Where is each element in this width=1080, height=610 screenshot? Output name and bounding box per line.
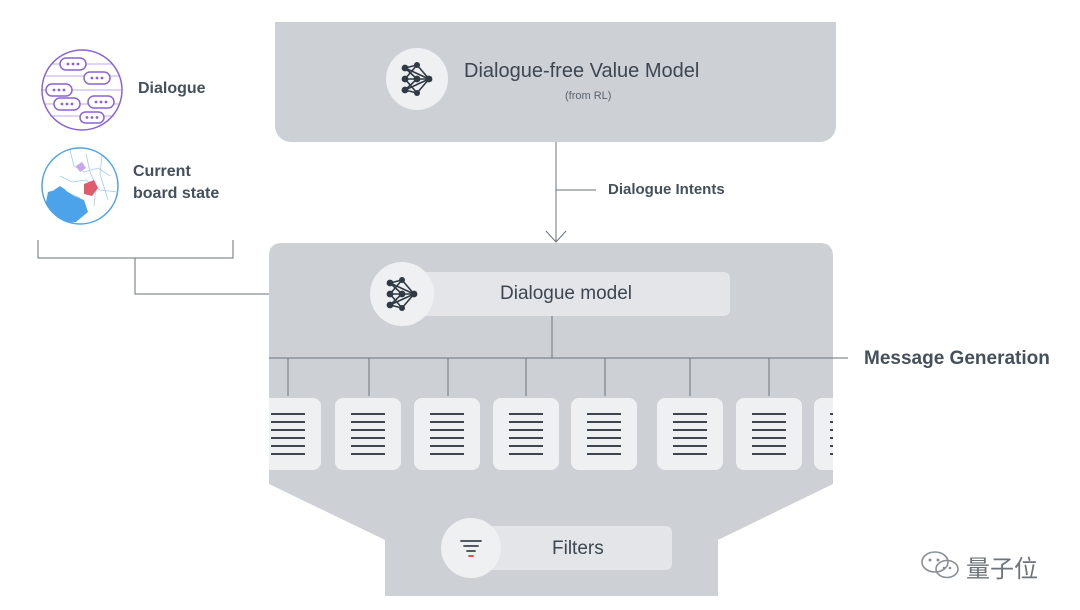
document-icon — [430, 413, 464, 455]
filters-label: Filters — [552, 538, 604, 559]
neural-network-icon — [386, 277, 418, 311]
candidate-message-8 — [814, 398, 833, 470]
document-icon — [351, 413, 385, 455]
filters-pill — [472, 526, 672, 570]
board-state-icon — [40, 146, 120, 226]
dialogue-label: Dialogue — [138, 80, 206, 97]
candidate-message-2 — [335, 398, 401, 470]
value-model-panel — [275, 22, 836, 142]
watermark-text: 量子位 — [966, 555, 1038, 583]
document-icon — [673, 413, 707, 455]
document-icon — [509, 413, 543, 455]
candidate-message-4 — [493, 398, 559, 470]
watermark-logo-icon — [918, 548, 962, 582]
neural-network-icon — [401, 62, 433, 96]
dialogue-model-label: Dialogue model — [500, 283, 633, 304]
board-state-label-line2: board state — [133, 185, 220, 202]
value-model-title: Dialogue-free Value Model — [464, 60, 700, 82]
document-icon — [752, 413, 786, 455]
value-model-icon-badge — [386, 48, 448, 110]
value-model-subtitle: (from RL) — [565, 90, 612, 102]
candidate-message-6 — [657, 398, 723, 470]
filters-icon-badge — [441, 518, 501, 578]
filter-icon — [460, 540, 482, 557]
dialogue-model-icon-badge — [370, 262, 434, 326]
dialogue-intents-label: Dialogue Intents — [608, 181, 725, 198]
document-icon — [830, 413, 833, 455]
dialogue-bubbles-icon — [41, 49, 123, 131]
dialogue-input-icon — [40, 48, 124, 132]
candidate-message-1 — [269, 398, 321, 470]
documents-row — [269, 0, 833, 610]
document-icon — [271, 413, 305, 455]
message-generation-label: Message Generation — [864, 348, 1050, 369]
board-state-label-line1: Current — [133, 163, 191, 180]
dialogue-model-pill — [402, 272, 730, 316]
candidate-message-5 — [571, 398, 637, 470]
document-icon — [587, 413, 621, 455]
candidate-message-3 — [414, 398, 480, 470]
candidate-message-7 — [736, 398, 802, 470]
map-icon — [41, 147, 119, 225]
